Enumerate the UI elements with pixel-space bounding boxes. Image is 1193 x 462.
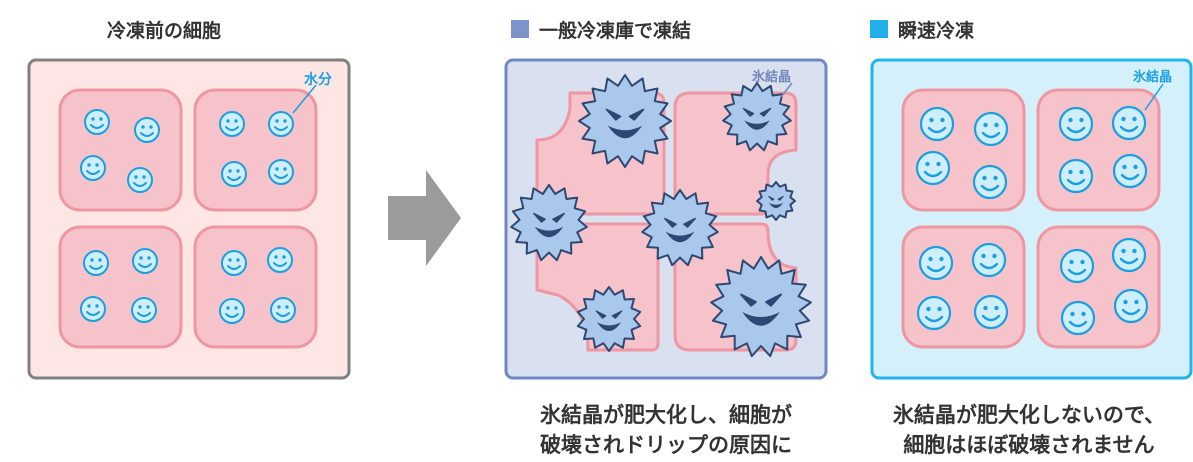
- smiley-droplet-icon: [268, 159, 294, 185]
- smiley-droplet-icon: [268, 111, 294, 137]
- flash-freezing-panel: 氷結晶: [870, 58, 1193, 380]
- normal-freezer-title-text: 一般冷凍庫で凍結: [539, 19, 692, 42]
- smiley-droplet-icon: [219, 111, 245, 137]
- flash-freezing-title-text: 瞬速冷凍: [898, 19, 975, 42]
- spiky-ice-crystal-icon: [576, 286, 642, 352]
- smiley-droplet-icon: [83, 250, 109, 276]
- spiky-ice-crystal-icon: [710, 256, 812, 358]
- small-ice-crystal-icon: [915, 150, 951, 186]
- flash-freezing-legend-square: [870, 20, 888, 38]
- small-ice-crystal-icon: [1058, 106, 1094, 142]
- crystal-callout-label: 氷結晶: [752, 69, 791, 85]
- spiky-ice-crystal-icon: [641, 189, 719, 267]
- small-ice-crystal-icon: [918, 245, 954, 281]
- smiley-droplet-icon: [221, 250, 247, 276]
- spiky-ice-crystal-icon: [722, 82, 792, 152]
- small-ice-crystal-icon: [973, 294, 1009, 330]
- flash-freezing-title: 瞬速冷凍: [870, 14, 974, 44]
- small-ice-crystal-icon: [916, 295, 952, 331]
- water-callout-line: [292, 84, 317, 114]
- smiley-droplet-icon: [219, 298, 245, 324]
- small-ice-crystal-icon: [1060, 300, 1096, 336]
- normal-freezer-caption: 氷結晶が肥大化し、細胞が 破壊されドリップの原因に: [506, 400, 826, 460]
- smiley-droplet-icon: [127, 167, 153, 193]
- water-callout-label: 水分: [304, 71, 332, 88]
- before-freezing-title: 冷凍前の細胞: [107, 14, 221, 44]
- caption-line: 氷結晶が肥大化し、細胞が: [540, 403, 792, 427]
- small-ice-crystal-icon: [1111, 105, 1147, 141]
- before-freezing-title-text: 冷凍前の細胞: [107, 19, 222, 42]
- normal-freezer-panel: 氷結晶: [504, 58, 828, 380]
- small-ice-crystal-icon: [972, 164, 1008, 200]
- small-ice-crystal-icon: [1113, 288, 1149, 324]
- small-ice-crystal-icon: [971, 242, 1007, 278]
- crystal-callout-line: [780, 82, 793, 98]
- normal-freezer-legend-square: [511, 20, 529, 38]
- spiky-ice-crystal-icon: [578, 74, 672, 168]
- normal-freezer-title: 一般冷凍庫で凍結: [511, 14, 691, 44]
- smiley-droplet-icon: [80, 155, 106, 181]
- smiley-droplet-icon: [270, 297, 296, 323]
- before-freezing-panel: 水分: [27, 58, 351, 380]
- small-ice-crystal-icon: [1111, 237, 1147, 273]
- spiky-ice-crystal-icon: [510, 184, 588, 262]
- caption-line: 氷結晶が肥大化しないので、: [892, 403, 1166, 427]
- smiley-droplet-icon: [132, 248, 158, 274]
- smiley-droplet-icon: [221, 161, 247, 187]
- smiley-droplet-icon: [84, 109, 110, 135]
- right-arrow-icon: [388, 170, 461, 266]
- smiley-droplet-icon: [80, 296, 106, 322]
- caption-line: 細胞はほぼ破壊されません: [903, 433, 1155, 457]
- crystal-callout-label: 氷結晶: [1133, 69, 1172, 85]
- caption-line: 破壊されドリップの原因に: [540, 433, 792, 457]
- smiley-droplet-icon: [131, 297, 157, 323]
- smiley-droplet-icon: [134, 117, 160, 143]
- small-ice-crystal-icon: [1058, 158, 1094, 194]
- smiley-droplet-icon: [267, 247, 293, 273]
- small-ice-crystal-icon: [1059, 248, 1095, 284]
- crystal-callout-line: [1144, 83, 1164, 111]
- small-ice-crystal-icon: [1112, 153, 1148, 189]
- spiky-ice-crystal-icon: [756, 181, 796, 221]
- small-ice-crystal-icon: [973, 111, 1009, 147]
- small-ice-crystal-icon: [919, 106, 955, 142]
- flash-freezing-caption: 氷結晶が肥大化しないので、 細胞はほぼ破壊されません: [866, 400, 1192, 460]
